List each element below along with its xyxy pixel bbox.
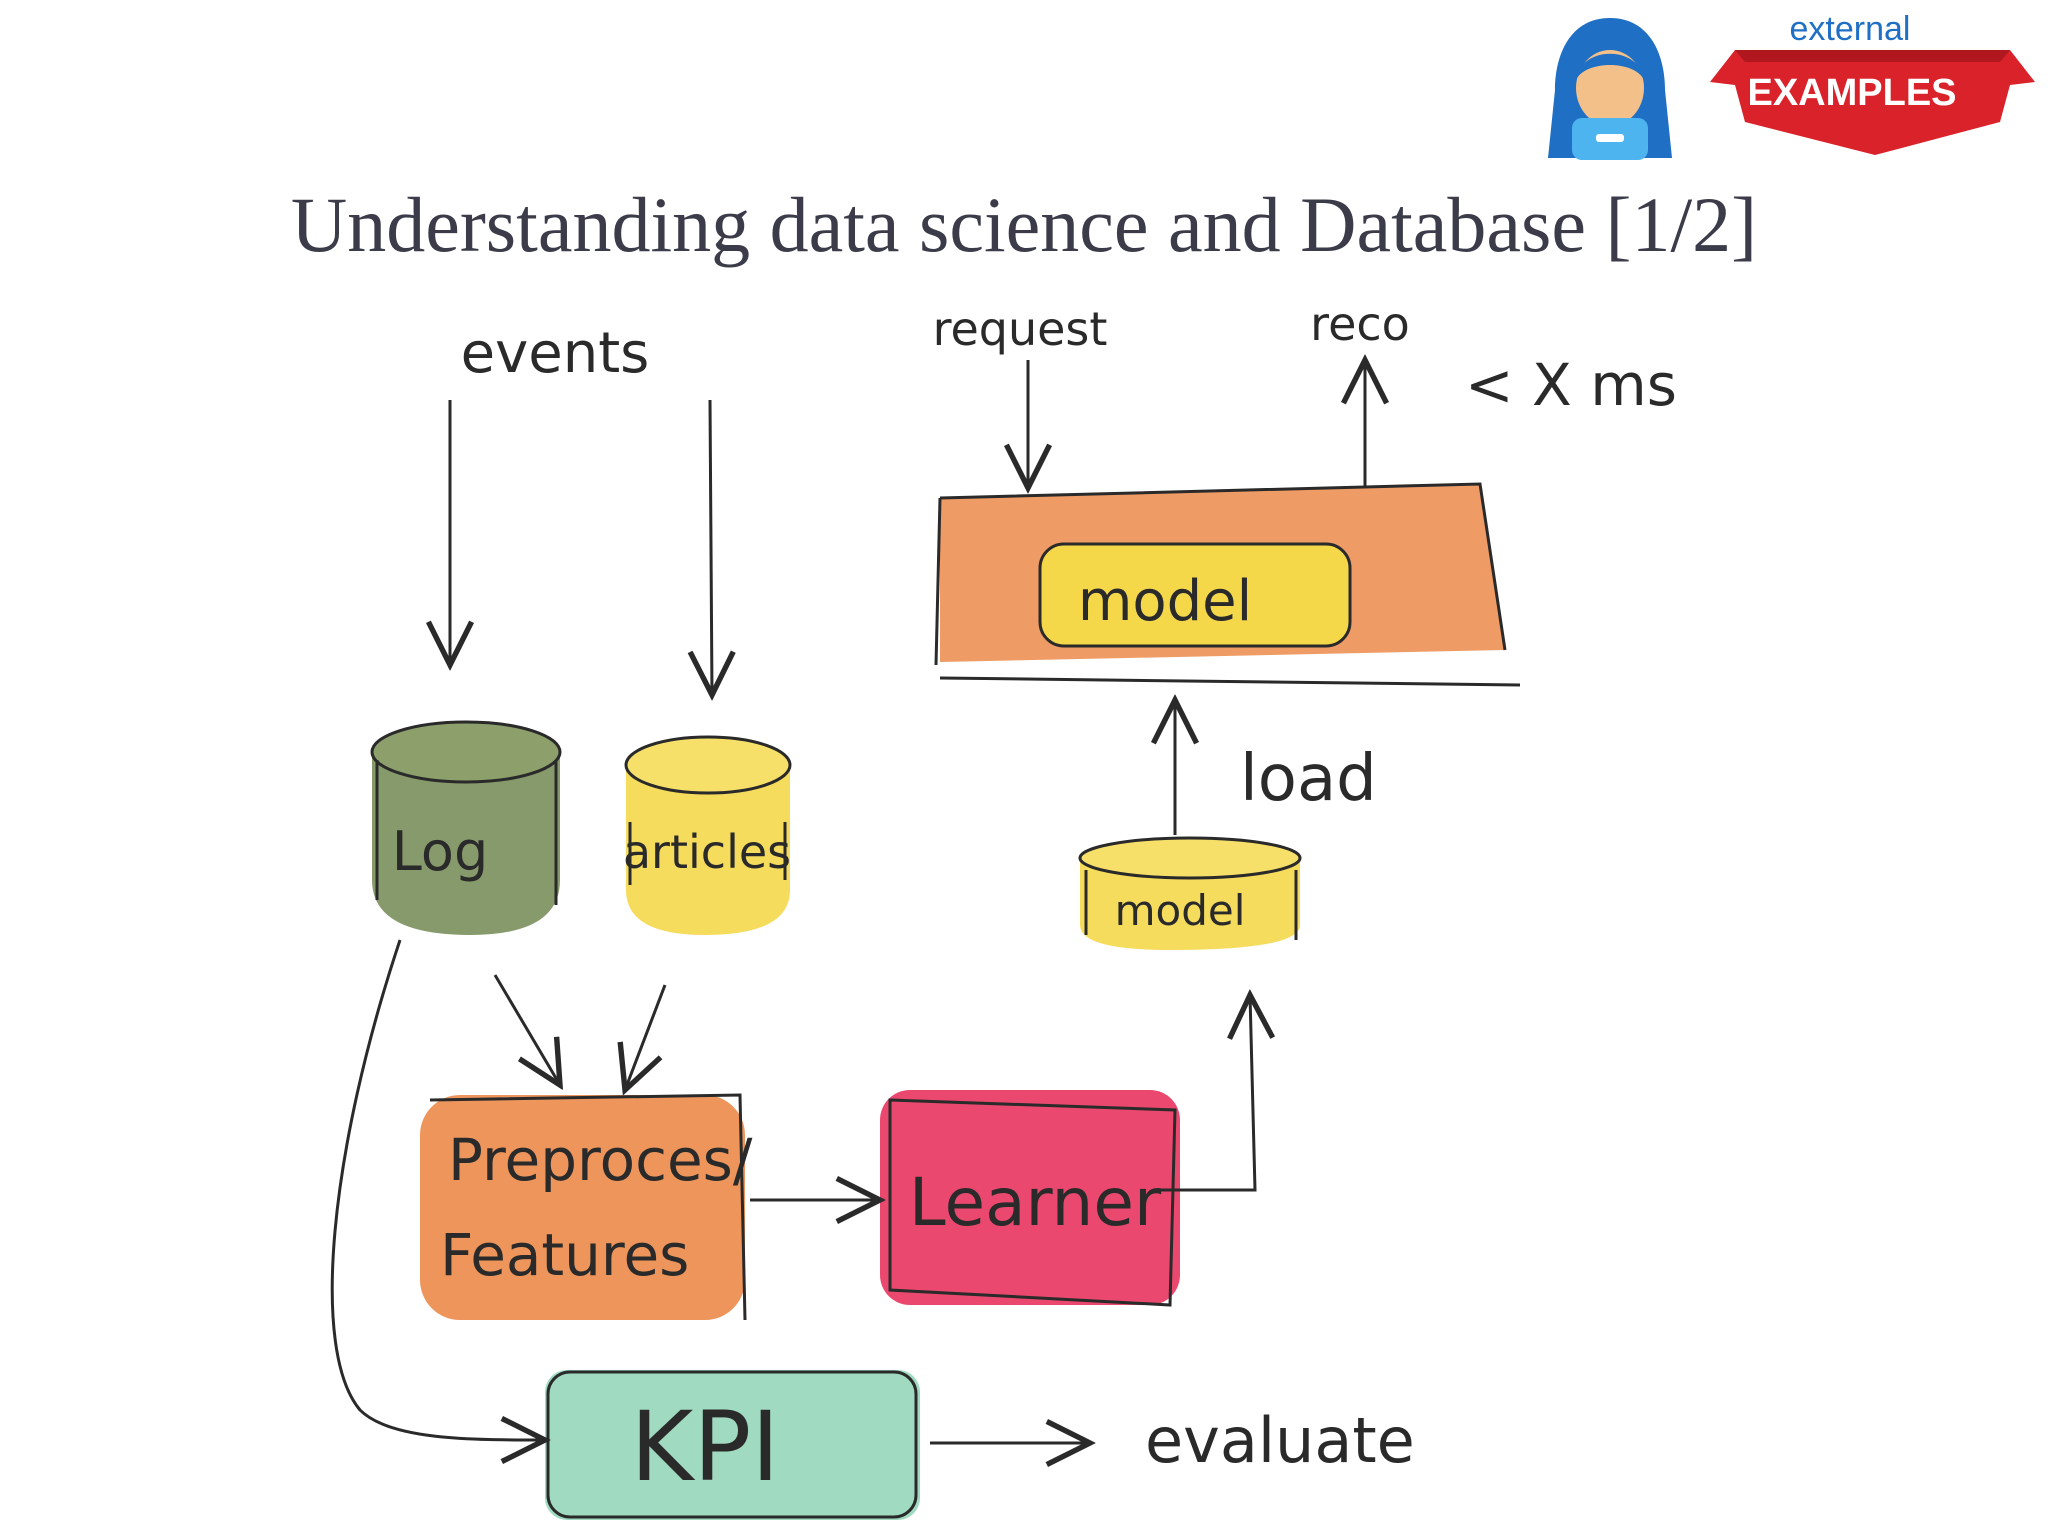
log-cylinder: Log [370, 720, 562, 935]
request-label: request [933, 302, 1108, 356]
model-box-top: model [1038, 542, 1352, 648]
preprocess-label-line2: Features [440, 1221, 689, 1289]
articles-cylinder: articles [623, 735, 792, 935]
log-label: Log [392, 820, 488, 883]
model-top-label: model [1078, 569, 1252, 634]
evaluate-label: evaluate [1145, 1404, 1415, 1477]
load-label: load [1240, 742, 1377, 816]
examples-banner [1710, 50, 2035, 155]
kpi-box: KPI [545, 1370, 920, 1520]
events-label: events [461, 321, 650, 386]
reco-label: reco [1310, 297, 1410, 351]
log-to-preprocess-arrow [493, 974, 560, 1085]
latency-label: < X ms [1465, 351, 1677, 419]
learner-label: Learner [909, 1164, 1162, 1241]
learner-to-model-arrow [1160, 995, 1255, 1192]
learner-box: Learner [880, 1090, 1180, 1307]
preprocess-box: Preproces/ Features [420, 1093, 753, 1321]
page-title: Understanding data science and Database … [290, 181, 1758, 268]
hooded-person-icon [1548, 18, 1672, 160]
kpi-label: KPI [630, 1391, 779, 1503]
examples-label: EXAMPLES [1747, 72, 1956, 114]
events-to-articles-arrow [710, 399, 712, 695]
model-db-cylinder: model [1078, 836, 1302, 950]
external-examples-badge: external EXAMPLES [1530, 10, 2040, 165]
external-label: external [1790, 10, 1911, 48]
log-to-kpi-arrow [330, 939, 545, 1440]
preprocess-label-line1: Preproces/ [448, 1126, 753, 1194]
articles-to-preprocess-arrow [625, 984, 667, 1090]
model-db-label: model [1115, 886, 1246, 935]
articles-label: articles [623, 825, 791, 879]
